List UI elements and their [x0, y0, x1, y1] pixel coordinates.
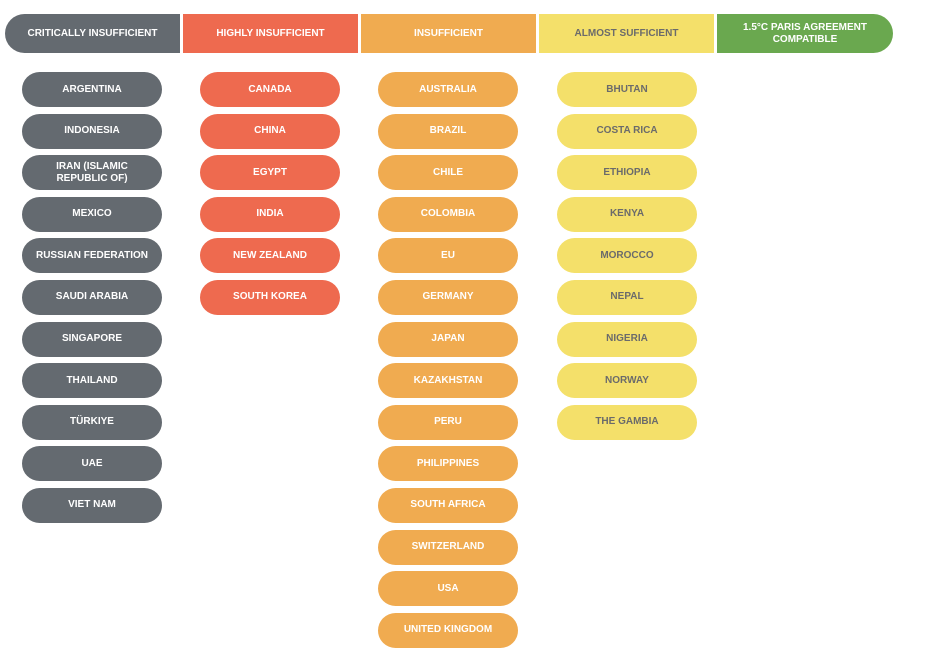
country-pill: BHUTAN	[557, 72, 697, 107]
country-pill: NEPAL	[557, 279, 697, 315]
country-pill: THAILAND	[22, 363, 162, 399]
column-almost-sufficient: BHUTAN COSTA RICA ETHIOPIA KENYA MOROCCO NEPA…	[557, 72, 697, 446]
country-pill: KENYA	[557, 196, 697, 232]
country-pill: THE GAMBIA	[557, 404, 697, 440]
country-pill: JAPAN	[378, 321, 518, 357]
country-pill: COSTA RICA	[557, 113, 697, 149]
country-pill: RUSSIAN FEDERATION	[22, 238, 162, 274]
country-pill: INDONESIA	[22, 113, 162, 149]
country-pill: PHILIPPINES	[378, 446, 518, 482]
country-pill: CANADA	[200, 72, 340, 107]
country-pill: INDIA	[200, 196, 340, 232]
country-pill: NEW ZEALAND	[200, 238, 340, 274]
country-pill: SAUDI ARABIA	[22, 279, 162, 315]
country-pill: KAZAKHSTAN	[378, 363, 518, 399]
country-pill: EU	[378, 238, 518, 274]
country-pill: UNITED KINGDOM	[378, 612, 518, 648]
country-pill: SOUTH AFRICA	[378, 487, 518, 523]
country-pill: AUSTRALIA	[378, 72, 518, 107]
country-pill: BRAZIL	[378, 113, 518, 149]
header-paris-compatible: 1.5°C PARIS AGREEMENT COMPATIBLE	[717, 14, 893, 53]
country-pill: CHILE	[378, 155, 518, 191]
header-critically-insufficient: CRITICALLY INSUFFICIENT	[5, 14, 180, 53]
country-pill: ARGENTINA	[22, 72, 162, 107]
country-pill: CHINA	[200, 113, 340, 149]
country-pill: PERU	[378, 404, 518, 440]
country-pill: VIET NAM	[22, 487, 162, 523]
country-pill: MEXICO	[22, 196, 162, 232]
country-pill: IRAN (ISLAMIC REPUBLIC OF)	[22, 155, 162, 191]
column-insufficient: AUSTRALIA BRAZIL CHILE COLOMBIA EU GERMANY JAP…	[378, 72, 518, 654]
country-pill: COLOMBIA	[378, 196, 518, 232]
rating-header-bar: CRITICALLY INSUFFICIENT HIGHLY INSUFFICI…	[5, 14, 893, 53]
country-pill: ETHIOPIA	[557, 155, 697, 191]
column-critically-insufficient: ARGENTINA INDONESIA IRAN (ISLAMIC REPUBLIC…	[22, 72, 162, 530]
country-pill: MOROCCO	[557, 238, 697, 274]
column-highly-insufficient: CANADA CHINA EGYPT INDIA NEW ZEALAND SOUTH KO…	[200, 72, 340, 322]
country-pill: EGYPT	[200, 155, 340, 191]
header-highly-insufficient: HIGHLY INSUFFICIENT	[183, 14, 358, 53]
country-pill: GERMANY	[378, 279, 518, 315]
country-pill: NORWAY	[557, 363, 697, 399]
country-pill: UAE	[22, 446, 162, 482]
country-pill: SWITZERLAND	[378, 529, 518, 565]
header-almost-sufficient: ALMOST SUFFICIENT	[539, 14, 714, 53]
country-pill: TÜRKIYE	[22, 404, 162, 440]
country-pill: SOUTH KOREA	[200, 279, 340, 315]
country-pill: USA	[378, 571, 518, 607]
header-insufficient: INSUFFICIENT	[361, 14, 536, 53]
country-pill: SINGAPORE	[22, 321, 162, 357]
country-pill: NIGERIA	[557, 321, 697, 357]
